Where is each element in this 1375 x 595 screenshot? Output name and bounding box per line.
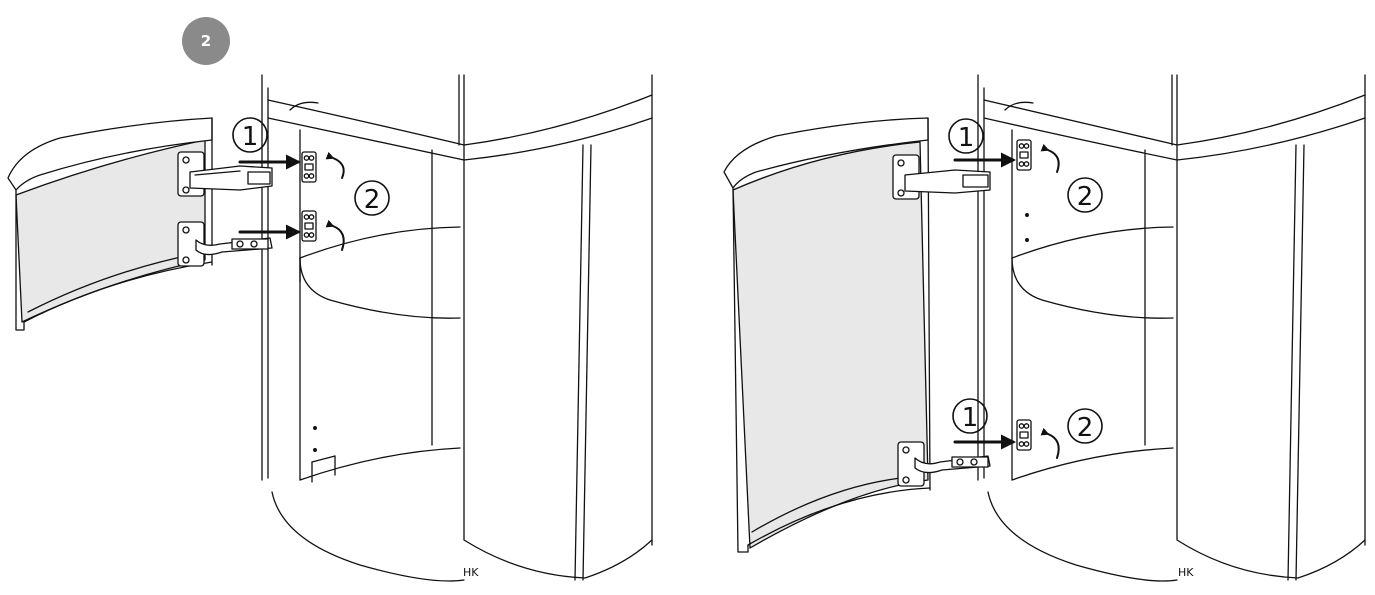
right-door-panel (732, 141, 929, 549)
right-cabinet-top-rim (983, 94, 1366, 146)
left-callout-2-upper: 2 (364, 185, 381, 215)
left-callout-1-upper: 1 (242, 122, 259, 152)
left-lower-mounting-plate (301, 210, 317, 242)
left-callout-1-circle (232, 117, 268, 153)
right-lower-hinge (897, 441, 991, 487)
right-callout-1-upper: 1 (958, 123, 975, 153)
right-shelf-front (1011, 257, 1174, 319)
right-upper-rotate-arrow (1040, 143, 1060, 173)
left-lower-rotate-arrow (325, 219, 345, 251)
right-upper-hinge (892, 154, 991, 200)
right-callout-2-upper-circle (1067, 177, 1103, 213)
right-callout-2-upper: 2 (1077, 182, 1094, 212)
right-maker-mark: HK (1178, 566, 1194, 579)
right-figure (723, 74, 1366, 582)
left-cabinet-top-rim (267, 94, 653, 146)
left-upper-rotate-arrow (325, 151, 345, 179)
right-callout-1-lower: 1 (962, 403, 979, 433)
left-upper-mounting-plate (301, 151, 317, 183)
right-callout-2-lower: 2 (1077, 413, 1094, 443)
right-upper-mounting-plate (1016, 139, 1032, 171)
right-callout-2-lower-circle (1067, 408, 1103, 444)
right-base-plinth (987, 491, 1178, 582)
step-number-badge: 2 (182, 17, 230, 65)
left-maker-mark: HK (463, 566, 479, 579)
right-callout-1-lower-circle (952, 398, 988, 434)
right-lower-mounting-plate (1016, 419, 1032, 451)
left-lower-hinge (177, 221, 273, 267)
step-number: 2 (200, 32, 212, 50)
right-lower-rotate-arrow (1040, 427, 1060, 459)
left-shelf-back (299, 226, 461, 259)
left-upper-hinge (177, 151, 273, 197)
right-cabinet-front-door (1176, 144, 1366, 579)
left-shelf-front (299, 257, 461, 319)
left-cabinet-front-door (463, 144, 653, 579)
right-callout-1-upper-circle (948, 118, 984, 154)
left-callout-2-circle (354, 180, 390, 216)
left-base-plinth (271, 491, 465, 582)
right-shelf-back (1011, 226, 1174, 259)
left-figure (7, 74, 653, 582)
